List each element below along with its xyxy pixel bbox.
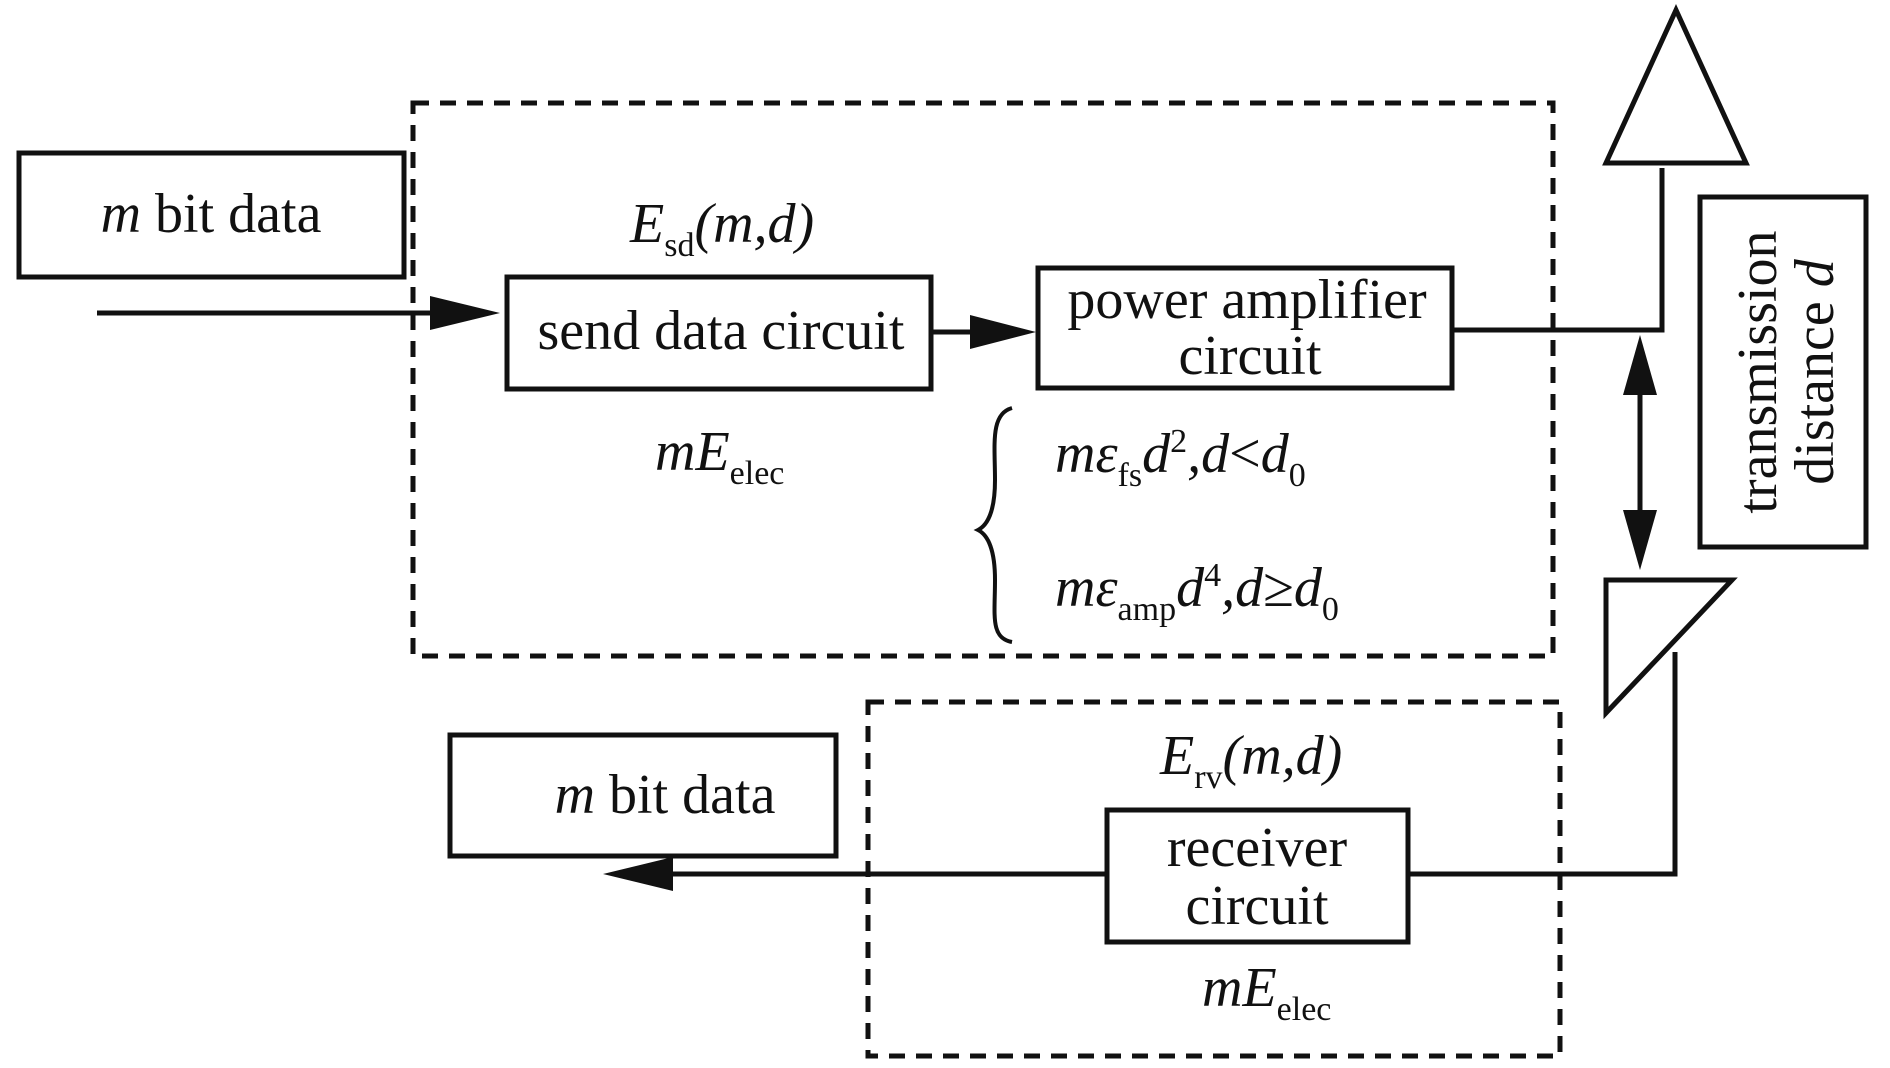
output-arrow-head [603, 857, 673, 891]
send-data-circuit-label: send data circuit [538, 300, 905, 362]
power-amplifier-label-2: circuit [1178, 325, 1321, 387]
output-data-box [447, 732, 839, 859]
transmit-elec-energy: mEelec [655, 421, 784, 492]
input-data-box [16, 150, 407, 280]
transmit-antenna [1602, 3, 1750, 166]
transmission-distance-label-2: distance d [1784, 258, 1846, 484]
distance-arrow-bottom [1623, 510, 1657, 570]
receive-elec-energy: mEelec [1202, 957, 1331, 1028]
transmitter-boundary [410, 100, 1556, 659]
transmit-energy-label: Esd(m,d) [629, 193, 814, 264]
input-arrow-head [430, 296, 500, 330]
send-to-amp-arrow-head [970, 315, 1036, 349]
send-data-circuit-box [504, 274, 934, 392]
transmission-distance-box [1697, 194, 1869, 550]
receive-antenna [1603, 577, 1738, 720]
transmission-distance-label-1: transmission [1727, 230, 1789, 513]
amp-to-antenna-line [1452, 168, 1665, 333]
receiver-circuit-label-1: receiver [1167, 817, 1348, 879]
antenna-to-receiver-line [1408, 652, 1678, 877]
output-data-label: m bit data [555, 764, 776, 826]
power-amplifier-box [1035, 265, 1455, 391]
multipath-case: mεampd4,d≥d0 [1055, 557, 1339, 628]
input-data-label: m bit data [101, 183, 322, 245]
receiver-boundary [865, 699, 1563, 1059]
receiver-circuit-label-2: circuit [1185, 875, 1328, 937]
power-amplifier-label-1: power amplifier [1067, 269, 1427, 331]
receive-energy-label: Erv(m,d) [1159, 725, 1342, 796]
free-space-case: mεfsd2,d<d0 [1055, 423, 1306, 494]
cases-brace [973, 406, 1013, 644]
distance-arrow-top [1623, 335, 1657, 395]
